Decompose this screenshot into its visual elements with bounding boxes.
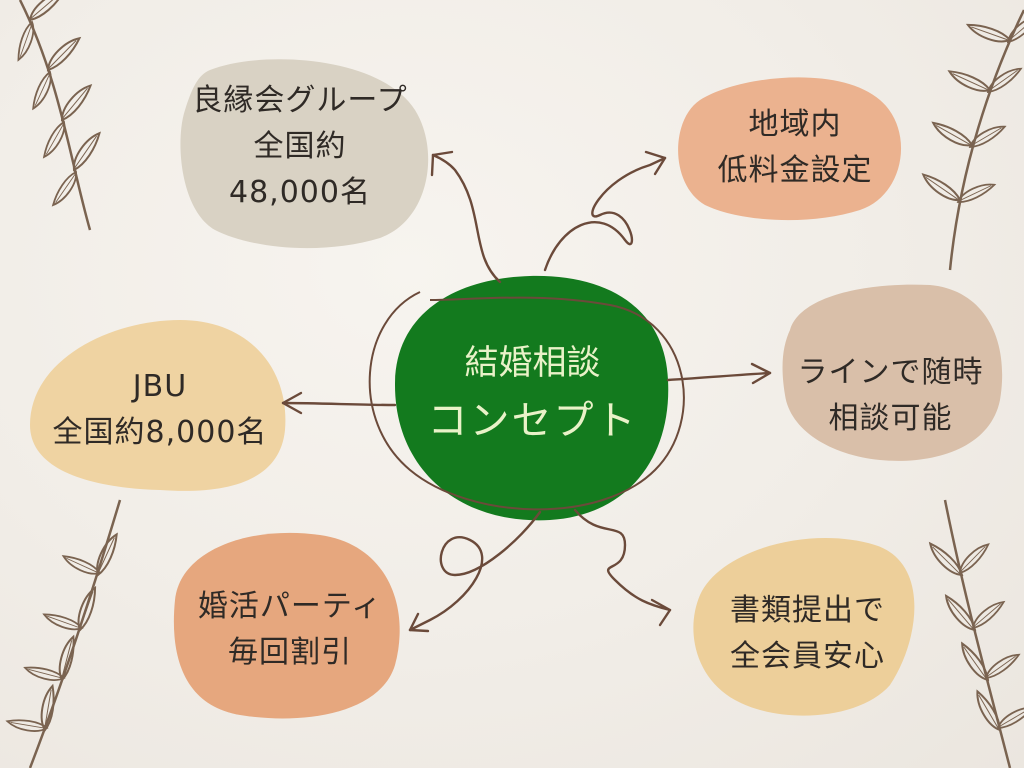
node-middle-right-line1: ラインで随時 [797,355,984,390]
node-middle-left-line2: 全国約8,000名 [52,415,268,450]
node-bottom-right: 書類提出で 全会員安心 [700,588,915,680]
node-blob-top-right [678,77,902,221]
center-subtitle: コンセプト [427,398,638,444]
leaf-branch-icon [5,499,126,768]
node-top-left-line3: 48,000名 [229,175,371,210]
node-middle-left-line1: JBU [132,369,188,404]
center-blob [395,275,669,521]
node-top-right-line1: 地域内 [748,107,842,142]
node-blob-bottom-left [173,532,400,719]
node-top-left: 良縁会グループ 全国約 48,000名 [185,78,415,216]
node-top-right-line2: 低料金設定 [717,153,873,188]
node-top-left-line2: 全国約 [253,129,347,164]
leaf-branch-icon [920,9,1024,271]
node-bottom-left-line1: 婚活パーティ [197,589,383,624]
node-middle-left: JBU 全国約8,000名 [35,364,285,456]
node-bottom-right-line1: 書類提出で [730,593,885,628]
node-blob-top-left [180,59,429,249]
node-bottom-left-line2: 毎回割引 [228,635,352,670]
node-middle-right-line2: 相談可能 [828,401,953,436]
leaf-branch-icon [926,499,1024,768]
center-scribble [368,291,685,511]
node-bottom-right-line2: 全会員安心 [730,639,885,674]
node-blob-middle-right [782,284,1003,461]
arrow-icon [281,150,772,633]
node-top-left-line1: 良縁会グループ [192,83,408,118]
center-title: 結婚相談 [464,343,601,383]
leaf-branch-icon [10,0,108,231]
center-label: 結婚相談 コンセプト [410,340,655,448]
node-middle-right: ラインで随時 相談可能 [783,350,998,442]
node-blob-bottom-right [693,538,915,716]
node-blob-middle-left [30,320,286,491]
node-top-right: 地域内 低料金設定 [690,102,900,194]
node-bottom-left: 婚活パーティ 毎回割引 [175,584,405,676]
